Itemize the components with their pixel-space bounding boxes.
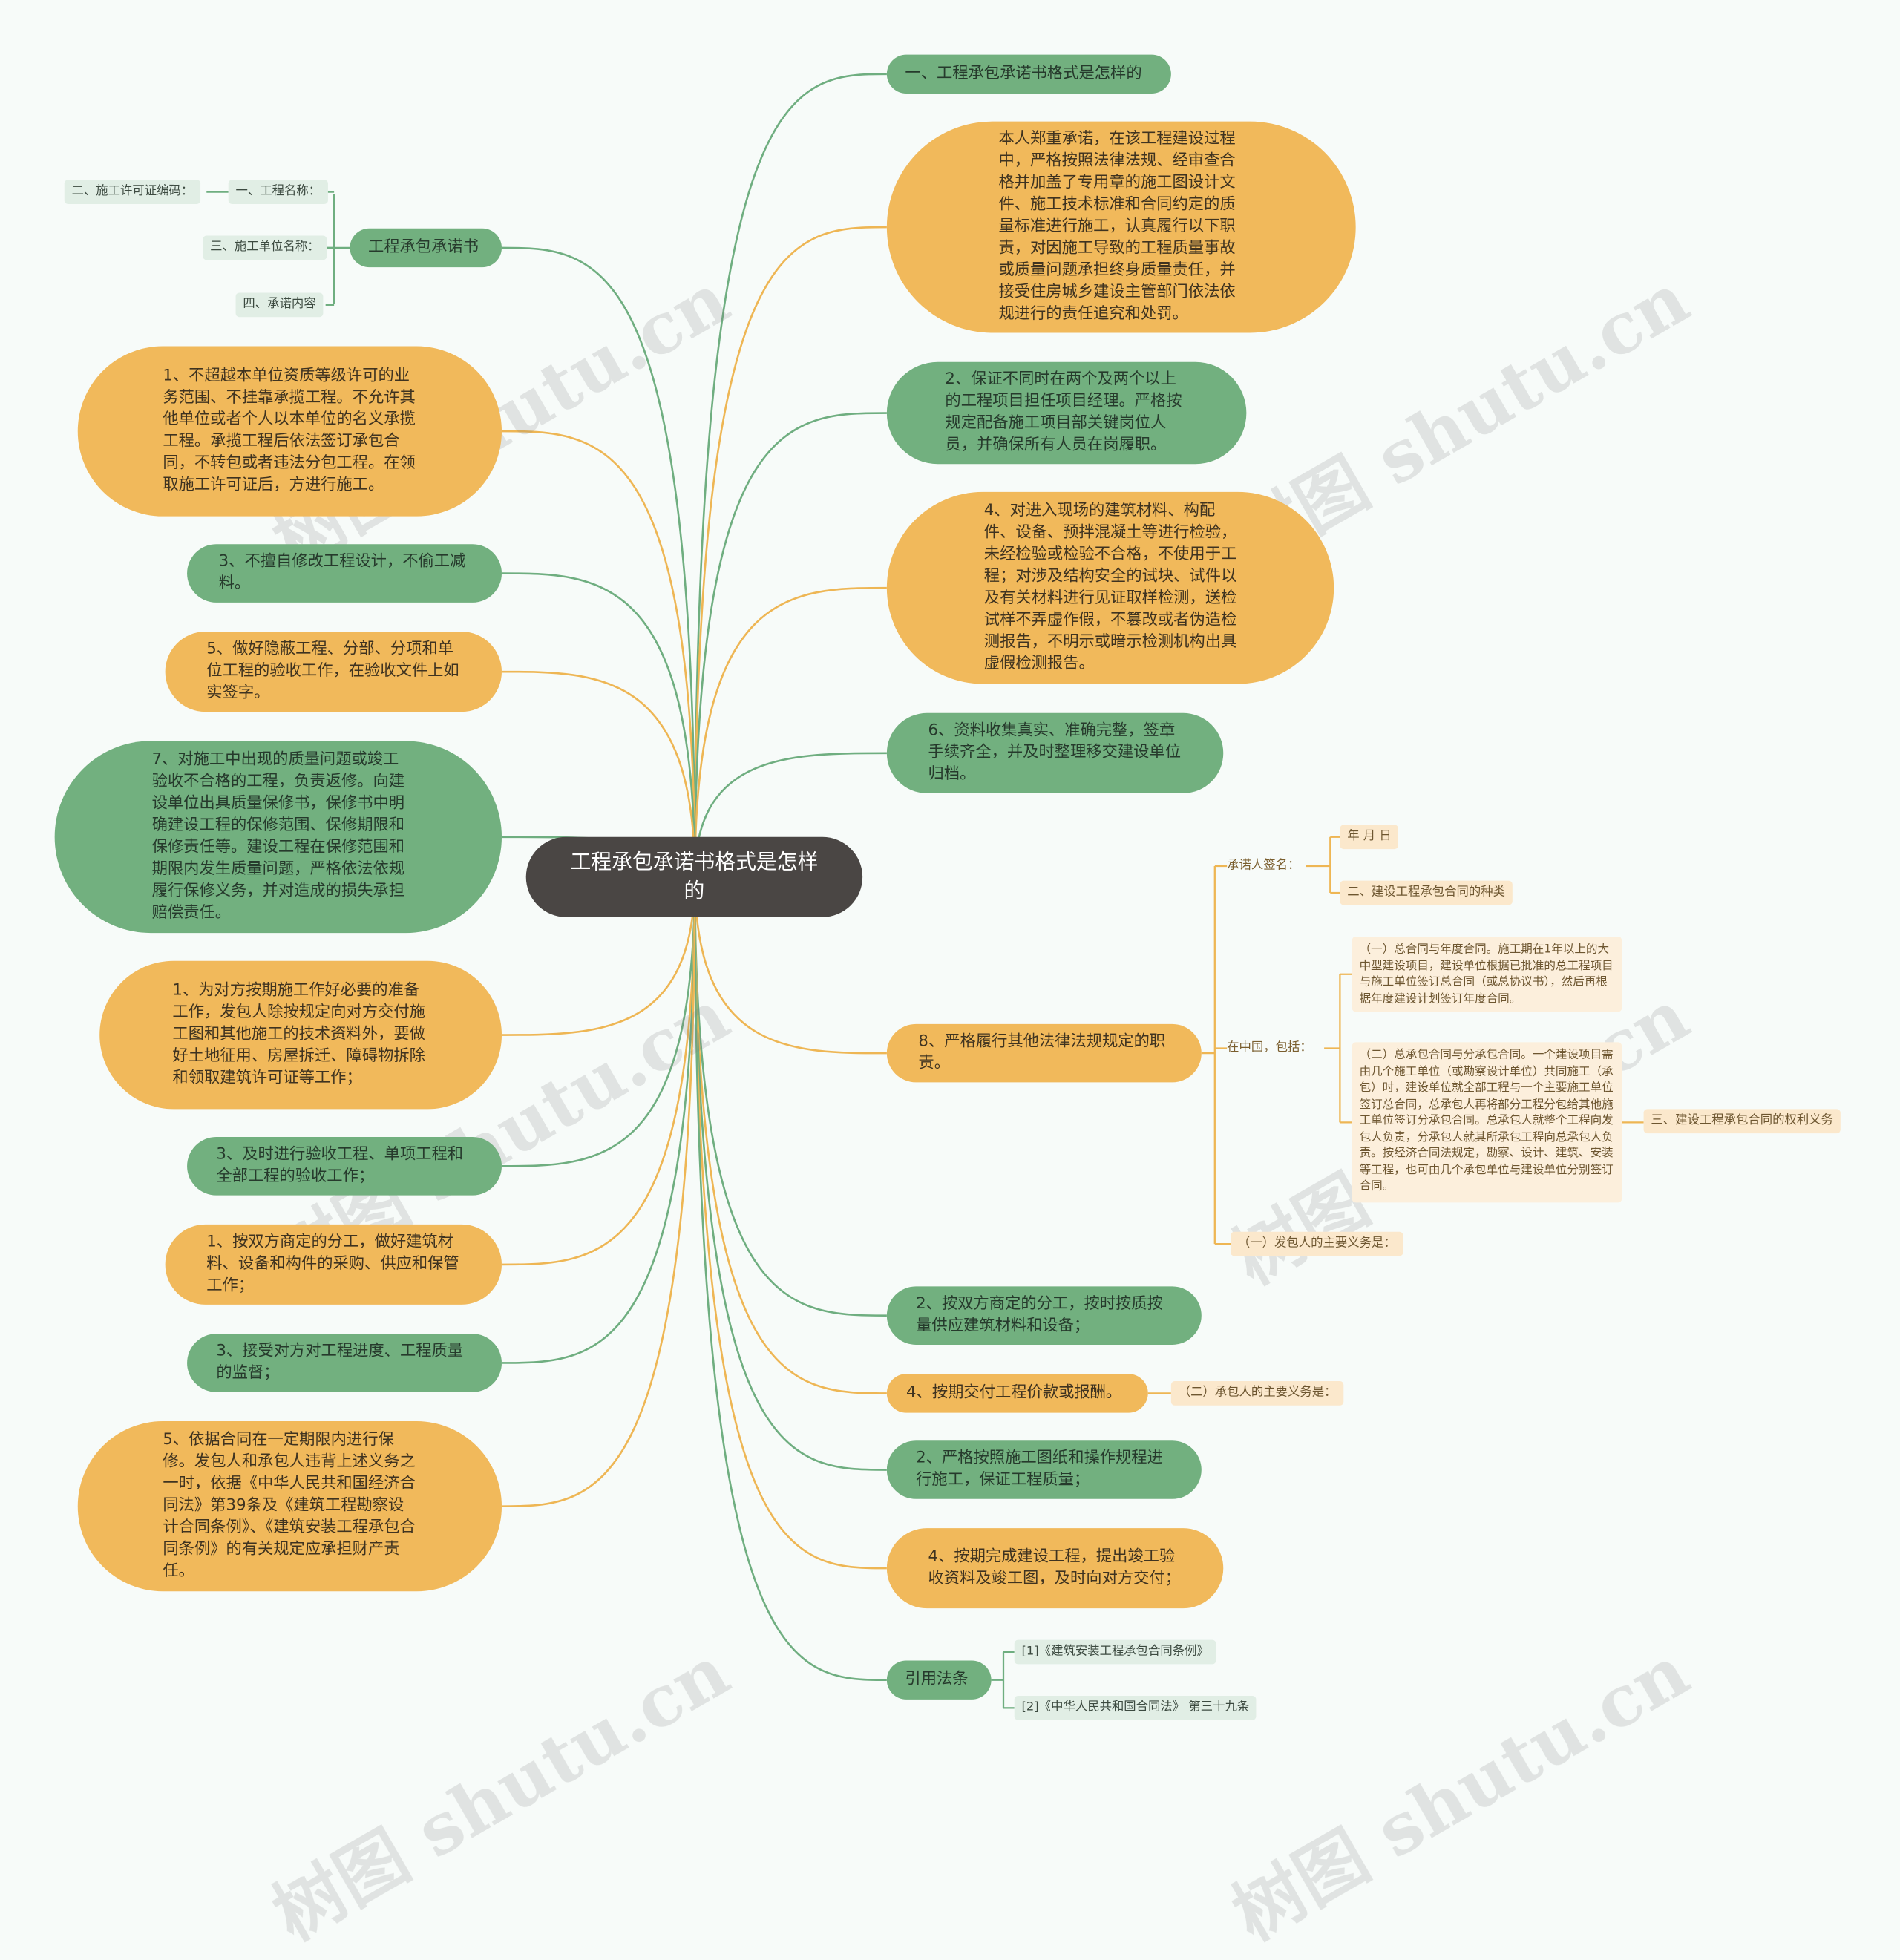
branch-connector: [693, 876, 887, 1394]
topic-l10-label: 5、依据合同在一定期限内进行保修。发包人和承包人违背上述义务之一时，依据《中华人…: [163, 1431, 416, 1581]
branch-connector: [501, 430, 696, 877]
sub-ref-1-label: [1]《建筑安装工程承包合同条例》: [1021, 1645, 1209, 1659]
center-topic-label: 工程承包承诺书格式是怎样的: [570, 850, 819, 904]
topic-r10[interactable]: 4、按期完成建设工程，提出竣工验收资料及竣工图，及时向对方交付；: [886, 1528, 1224, 1609]
sub-in-china[interactable]: 在中国，包括：: [1227, 1036, 1312, 1061]
topic-r6-label: 8、严格履行其他法律法规规定的职责。: [918, 1032, 1166, 1073]
branch-connector: [693, 752, 887, 877]
topic-l1-label: 工程承包承诺书: [367, 237, 479, 257]
sub-rights-label: 三、建设工程承包合同的权利义务: [1651, 1113, 1833, 1127]
topic-l4[interactable]: 5、做好隐蔽工程、分部、分项和单位工程的验收工作，在验收文件上如实签字。: [165, 632, 502, 712]
topic-l9-label: 3、接受对方对工程进度、工程质量的监督；: [216, 1342, 464, 1383]
sub-in-china-label: 在中国，包括：: [1227, 1040, 1312, 1055]
sub-signature-label: 承诺人签名：: [1227, 859, 1300, 873]
sub-ref-2[interactable]: [2]《中华人民共和国合同法》 第三十九条: [1014, 1695, 1257, 1720]
topic-r2-label: 本人郑重承诺，在该工程建设过程中，严格按照法律法规、经审查合格并加盖了专用章的施…: [998, 130, 1236, 324]
sub-contract-types-label: 二、建设工程承包合同的种类: [1347, 885, 1505, 899]
branch-connector: [693, 876, 887, 1682]
topic-r11-label: 引用法条: [905, 1670, 969, 1689]
topic-r11[interactable]: 引用法条: [886, 1660, 992, 1700]
topic-l1[interactable]: 工程承包承诺书: [350, 228, 502, 268]
sub-unit-name[interactable]: 三、施工单位名称：: [203, 235, 327, 260]
topic-l2[interactable]: 1、不超越本单位资质等级许可的业务范围、不挂靠承揽工程。不允许其他单位或者个人以…: [77, 346, 502, 517]
sub-date[interactable]: 年 月 日: [1340, 825, 1399, 850]
topic-l10[interactable]: 5、依据合同在一定期限内进行保修。发包人和承包人违背上述义务之一时，依据《中华人…: [77, 1421, 502, 1592]
branch-connector: [693, 586, 887, 877]
sub-content[interactable]: 四、承诺内容: [235, 292, 324, 318]
sub-date-label: 年 月 日: [1347, 829, 1392, 843]
topic-r7-label: 2、按双方商定的分工，按时按质按量供应建筑材料和设备；: [916, 1294, 1163, 1335]
sub-employer-duty[interactable]: （一）发包人的主要义务是：: [1231, 1231, 1403, 1256]
sub-employer-duty-label: （一）发包人的主要义务是：: [1237, 1236, 1396, 1251]
topic-r9[interactable]: 2、严格按照施工图纸和操作规程进行施工，保证工程质量；: [886, 1440, 1202, 1499]
sub-ref-1[interactable]: [1]《建筑安装工程承包合同条例》: [1014, 1639, 1216, 1665]
topic-l6-label: 1、为对方按期施工作好必要的准备工作，发包人除按规定向对方交付施工图和其他施工的…: [172, 981, 425, 1087]
topic-r3-label: 2、保证不同时在两个及两个以上的工程项目担任项目经理。严格按规定配备施工项目部关…: [945, 370, 1182, 455]
sub-contractor-duty-label: （二）承包人的主要义务是：: [1178, 1386, 1337, 1400]
topic-r7[interactable]: 2、按双方商定的分工，按时按质按量供应建筑材料和设备；: [886, 1286, 1202, 1345]
sub-content-label: 四、承诺内容: [243, 298, 316, 312]
topic-l2-label: 1、不超越本单位资质等级许可的业务范围、不挂靠承揽工程。不允许其他单位或者个人以…: [163, 367, 416, 495]
sub-rights[interactable]: 三、建设工程承包合同的权利义务: [1643, 1109, 1841, 1134]
topic-l3-label: 3、不擅自修改工程设计，不偷工减料。: [218, 552, 466, 593]
topic-r5[interactable]: 6、资料收集真实、准确完整，签章手续齐全，并及时整理移交建设单位归档。: [886, 712, 1224, 793]
topic-r9-label: 2、严格按照施工图纸和操作规程进行施工，保证工程质量；: [916, 1449, 1163, 1489]
sub-para-1-label: （一）总合同与年度合同。施工期在1年以上的大中型建设项目，建设单位根据已批准的总…: [1359, 943, 1614, 1006]
branch-connector: [693, 876, 887, 1570]
sub-para-1[interactable]: （一）总合同与年度合同。施工期在1年以上的大中型建设项目，建设单位根据已批准的总…: [1352, 936, 1622, 1012]
branch-connector: [501, 670, 696, 877]
sub-permit-no[interactable]: 二、施工许可证编码：: [64, 180, 201, 204]
branch-connector: [501, 246, 696, 877]
branch-connector: [501, 572, 696, 877]
branch-connector: [501, 876, 696, 1167]
branch-connector: [693, 412, 887, 877]
mindmap-canvas: 树图 shutu.cn 树图 shutu.cn 树图 shutu.cn 树图 s…: [54, 54, 1841, 1956]
topic-l5-label: 7、对施工中出现的质量问题或竣工验收不合格的工程，负责返修。向建设单位出具质量保…: [151, 750, 405, 922]
topic-r8-label: 4、按期交付工程价款或报酬。: [906, 1383, 1122, 1402]
branch-connector: [501, 876, 696, 1364]
sub-permit-no-label: 二、施工许可证编码：: [71, 184, 194, 198]
topic-r8[interactable]: 4、按期交付工程价款或报酬。: [886, 1374, 1148, 1413]
sub-unit-name-label: 三、施工单位名称：: [210, 240, 320, 255]
connector-lines: [206, 73, 1644, 1709]
topic-l7[interactable]: 3、及时进行验收工程、单项工程和全部工程的验收工作；: [187, 1137, 502, 1196]
topic-r4-label: 4、对进入现场的建筑材料、构配件、设备、预拌混凝土等进行检验，未经检验或检验不合…: [983, 501, 1237, 673]
branch-connector: [693, 876, 887, 1055]
center-topic[interactable]: 工程承包承诺书格式是怎样的: [525, 836, 863, 917]
sub-contract-types[interactable]: 二、建设工程承包合同的种类: [1340, 880, 1513, 905]
topic-r3[interactable]: 2、保证不同时在两个及两个以上的工程项目担任项目经理。严格按规定配备施工项目部关…: [886, 361, 1247, 465]
topic-l8-label: 1、按双方商定的分工，做好建筑材料、设备和构件的采购、供应和保管工作；: [206, 1233, 459, 1295]
topic-r6[interactable]: 8、严格履行其他法律法规规定的职责。: [886, 1023, 1202, 1083]
topic-l6[interactable]: 1、为对方按期施工作好必要的准备工作，发包人除按规定向对方交付施工图和其他施工的…: [99, 960, 502, 1110]
branch-connector: [501, 876, 696, 1266]
topic-l5[interactable]: 7、对施工中出现的质量问题或竣工验收不合格的工程，负责返修。向建设单位出具质量保…: [54, 741, 502, 934]
topic-l4-label: 5、做好隐蔽工程、分部、分项和单位工程的验收工作，在验收文件上如实签字。: [206, 640, 459, 703]
topic-l8[interactable]: 1、按双方商定的分工，做好建筑材料、设备和构件的采购、供应和保管工作；: [165, 1224, 502, 1305]
sub-signature[interactable]: 承诺人签名：: [1227, 854, 1300, 879]
topic-l9[interactable]: 3、接受对方对工程进度、工程质量的监督；: [187, 1334, 502, 1392]
branch-connector: [501, 876, 696, 1507]
sub-ref-2-label: [2]《中华人民共和国合同法》 第三十九条: [1021, 1700, 1250, 1714]
topic-r1[interactable]: 一、工程承包承诺书格式是怎样的: [886, 54, 1171, 94]
sub-contractor-duty[interactable]: （二）承包人的主要义务是：: [1170, 1381, 1344, 1406]
branch-connector: [501, 876, 696, 1036]
branch-connector: [693, 226, 887, 877]
sub-project-name-label: 一、工程名称：: [235, 184, 321, 198]
sub-project-name[interactable]: 一、工程名称：: [228, 180, 328, 204]
topic-r10-label: 4、按期完成建设工程，提出竣工验收资料及竣工图，及时向对方交付；: [928, 1547, 1181, 1588]
topic-r4[interactable]: 4、对进入现场的建筑材料、构配件、设备、预拌混凝土等进行检验，未经检验或检验不合…: [886, 491, 1334, 684]
topic-r1-label: 一、工程承包承诺书格式是怎样的: [905, 64, 1142, 83]
branch-connector: [693, 73, 887, 877]
topic-r2[interactable]: 本人郑重承诺，在该工程建设过程中，严格按照法律法规、经审查合格并加盖了专用章的施…: [886, 121, 1356, 333]
topic-l7-label: 3、及时进行验收工程、单项工程和全部工程的验收工作；: [216, 1145, 464, 1186]
sub-para-2[interactable]: （二）总承包合同与分承包合同。一个建设项目需由几个施工单位（或勘察设计单位）共同…: [1352, 1042, 1622, 1203]
topic-l3[interactable]: 3、不擅自修改工程设计，不偷工减料。: [187, 544, 502, 603]
topic-r5-label: 6、资料收集真实、准确完整，签章手续齐全，并及时整理移交建设单位归档。: [928, 721, 1181, 784]
sub-para-2-label: （二）总承包合同与分承包合同。一个建设项目需由几个施工单位（或勘察设计单位）共同…: [1359, 1048, 1614, 1193]
branch-connector: [693, 876, 887, 1471]
branch-connector: [693, 876, 887, 1317]
